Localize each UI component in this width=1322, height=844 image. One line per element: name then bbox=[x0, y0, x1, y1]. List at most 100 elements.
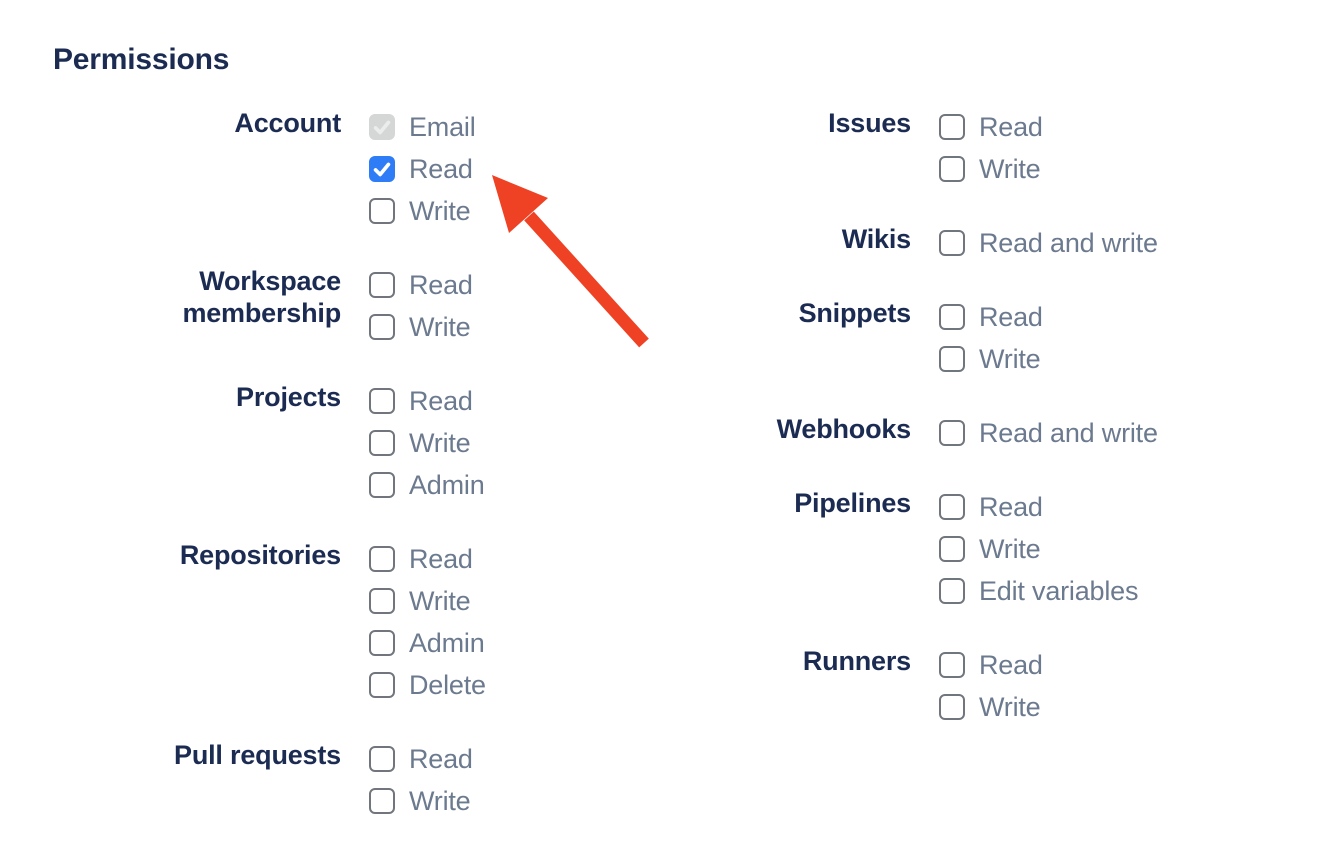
option-label-pull-requests-read: Read bbox=[409, 743, 473, 774]
checkbox-runners-read[interactable] bbox=[939, 652, 965, 678]
option-list: Read Write bbox=[369, 743, 473, 814]
permission-group-account: Account Email Read Write bbox=[71, 108, 671, 226]
checkbox-account-read[interactable] bbox=[369, 156, 395, 182]
group-label-issues: Issues bbox=[828, 108, 911, 138]
option-label-repositories-write: Write bbox=[409, 585, 471, 616]
option-list: Read Write bbox=[939, 301, 1043, 374]
option-label-account-email: Email bbox=[409, 111, 476, 142]
permission-group-runners: Runners Read Write bbox=[671, 646, 1311, 722]
option-label-account-write: Write bbox=[409, 195, 471, 226]
permission-group-workspace-membership: Workspace membership Read Write bbox=[71, 266, 671, 342]
option-issues-write[interactable]: Write bbox=[939, 155, 1043, 182]
permission-group-issues: Issues Read Write bbox=[671, 108, 1311, 182]
option-list: Read Write Edit variables bbox=[939, 491, 1139, 606]
group-label-pipelines: Pipelines bbox=[794, 488, 911, 518]
checkbox-repositories-delete[interactable] bbox=[369, 672, 395, 698]
option-account-email: Email bbox=[369, 111, 476, 142]
checkbox-projects-read[interactable] bbox=[369, 388, 395, 414]
permission-group-snippets: Snippets Read Write bbox=[671, 298, 1311, 374]
option-list: Read and write bbox=[939, 227, 1158, 258]
checkbox-projects-admin[interactable] bbox=[369, 472, 395, 498]
permissions-form: Account Email Read Write Workspace membe… bbox=[71, 108, 1311, 814]
option-pull-requests-write[interactable]: Write bbox=[369, 787, 473, 814]
permission-group-repositories: Repositories Read Write Admin Delete bbox=[71, 540, 671, 698]
option-repositories-delete[interactable]: Delete bbox=[369, 671, 486, 698]
option-label-projects-write: Write bbox=[409, 427, 471, 458]
group-label-workspace-membership: Workspace membership bbox=[182, 266, 341, 328]
option-pipelines-write[interactable]: Write bbox=[939, 533, 1138, 564]
option-projects-write[interactable]: Write bbox=[369, 427, 485, 458]
checkbox-pull-requests-write[interactable] bbox=[369, 788, 395, 814]
option-label-wikis-read-and-write: Read and write bbox=[979, 227, 1158, 258]
option-label-repositories-read: Read bbox=[409, 543, 473, 574]
checkbox-repositories-write[interactable] bbox=[369, 588, 395, 614]
option-label-issues-read: Read bbox=[979, 111, 1043, 142]
group-label-repositories: Repositories bbox=[179, 540, 341, 570]
option-pull-requests-read[interactable]: Read bbox=[369, 743, 473, 774]
option-list: Read Write bbox=[369, 269, 473, 342]
checkbox-projects-write[interactable] bbox=[369, 430, 395, 456]
permission-group-projects: Projects Read Write Admin bbox=[71, 382, 671, 498]
permissions-column-left: Account Email Read Write Workspace membe… bbox=[71, 108, 671, 814]
option-label-repositories-admin: Admin bbox=[409, 627, 485, 658]
checkbox-pipelines-edit-variables[interactable] bbox=[939, 578, 965, 604]
checkbox-pipelines-write[interactable] bbox=[939, 536, 965, 562]
checkbox-account-email bbox=[369, 114, 395, 140]
option-runners-write[interactable]: Write bbox=[939, 691, 1043, 722]
option-label-workspace-membership-write: Write bbox=[409, 311, 471, 342]
option-list: Read and write bbox=[939, 419, 1158, 446]
group-label-webhooks: Webhooks bbox=[776, 414, 912, 444]
option-projects-admin[interactable]: Admin bbox=[369, 471, 485, 498]
checkbox-runners-write[interactable] bbox=[939, 694, 965, 720]
group-label-projects: Projects bbox=[236, 382, 341, 412]
checkbox-webhooks-read-and-write[interactable] bbox=[939, 420, 965, 446]
checkbox-repositories-read[interactable] bbox=[369, 546, 395, 572]
checkbox-issues-read[interactable] bbox=[939, 114, 965, 140]
page-title: Permissions bbox=[53, 43, 230, 76]
option-workspace-membership-write[interactable]: Write bbox=[369, 311, 473, 342]
option-snippets-write[interactable]: Write bbox=[939, 343, 1043, 374]
checkbox-workspace-membership-read[interactable] bbox=[369, 272, 395, 298]
option-label-snippets-read: Read bbox=[979, 301, 1043, 332]
option-repositories-admin[interactable]: Admin bbox=[369, 627, 486, 658]
group-label-pull-requests: Pull requests bbox=[174, 740, 341, 770]
option-issues-read[interactable]: Read bbox=[939, 111, 1043, 142]
option-wikis-read-and-write[interactable]: Read and write bbox=[939, 227, 1158, 258]
checkbox-wikis-read-and-write[interactable] bbox=[939, 230, 965, 256]
option-pipelines-read[interactable]: Read bbox=[939, 491, 1138, 522]
permission-group-wikis: Wikis Read and write bbox=[671, 224, 1311, 258]
checkbox-workspace-membership-write[interactable] bbox=[369, 314, 395, 340]
option-repositories-read[interactable]: Read bbox=[369, 543, 486, 574]
option-workspace-membership-read[interactable]: Read bbox=[369, 269, 473, 300]
option-projects-read[interactable]: Read bbox=[369, 387, 485, 414]
option-label-runners-write: Write bbox=[979, 691, 1041, 722]
option-label-pipelines-read: Read bbox=[979, 491, 1043, 522]
group-label-snippets: Snippets bbox=[798, 298, 912, 328]
option-webhooks-read-and-write[interactable]: Read and write bbox=[939, 419, 1158, 446]
group-label-account: Account bbox=[234, 108, 341, 138]
option-label-account-read: Read bbox=[409, 153, 473, 184]
checkbox-snippets-write[interactable] bbox=[939, 346, 965, 372]
option-runners-read[interactable]: Read bbox=[939, 651, 1043, 678]
checkbox-repositories-admin[interactable] bbox=[369, 630, 395, 656]
option-label-snippets-write: Write bbox=[979, 343, 1041, 374]
option-account-read[interactable]: Read bbox=[369, 153, 476, 184]
group-label-runners: Runners bbox=[802, 646, 911, 676]
option-account-write[interactable]: Write bbox=[369, 195, 476, 226]
option-pipelines-edit-variables[interactable]: Edit variables bbox=[939, 575, 1139, 606]
option-snippets-read[interactable]: Read bbox=[939, 301, 1043, 332]
checkbox-issues-write[interactable] bbox=[939, 156, 965, 182]
option-repositories-write[interactable]: Write bbox=[369, 585, 486, 616]
option-label-pipelines-write: Write bbox=[979, 533, 1041, 564]
permission-group-webhooks: Webhooks Read and write bbox=[671, 414, 1311, 446]
checkbox-pull-requests-read[interactable] bbox=[369, 746, 395, 772]
option-list: Email Read Write bbox=[369, 111, 476, 226]
checkbox-pipelines-read[interactable] bbox=[939, 494, 965, 520]
check-icon bbox=[373, 162, 391, 177]
option-label-workspace-membership-read: Read bbox=[409, 269, 473, 300]
checkbox-snippets-read[interactable] bbox=[939, 304, 965, 330]
checkbox-account-write[interactable] bbox=[369, 198, 395, 224]
option-list: Read Write bbox=[939, 651, 1043, 722]
option-label-pipelines-edit-variables: Edit variables bbox=[979, 575, 1139, 606]
